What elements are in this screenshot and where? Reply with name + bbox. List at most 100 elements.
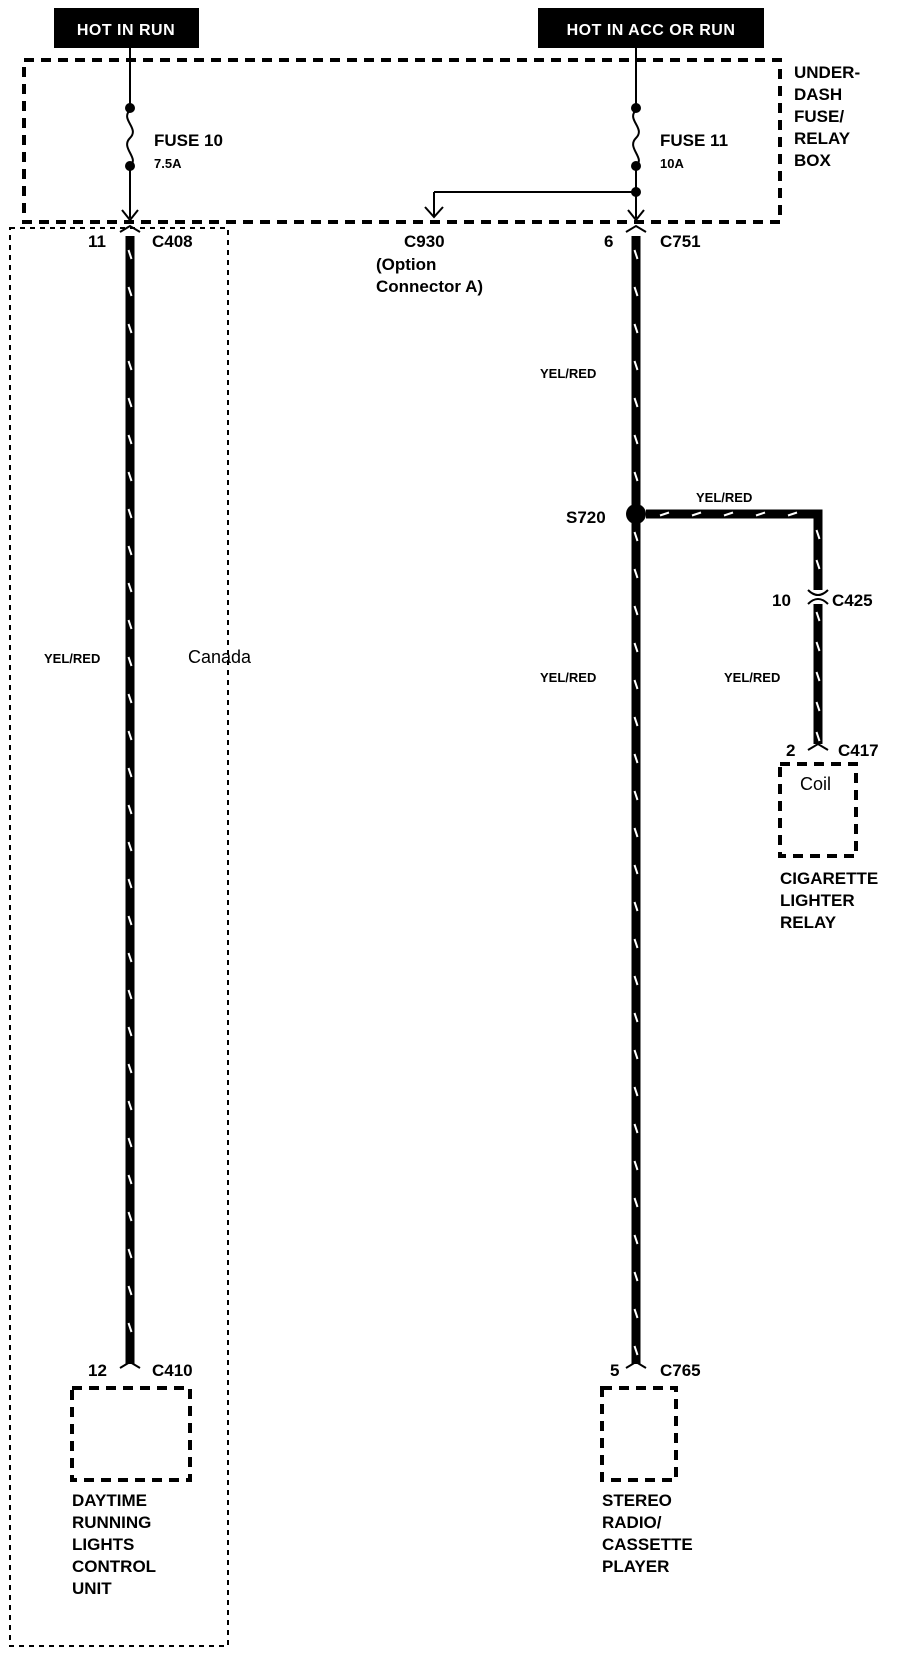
splice-s720: [626, 504, 646, 524]
c751-pin: 6: [604, 232, 613, 251]
wire-tracer-mark: [127, 1174, 133, 1185]
wire-tracer-mark: [127, 1137, 133, 1148]
fuse-box-label: UNDER- DASH FUSE/ RELAY BOX: [794, 63, 865, 170]
stereo-radio-label: STEREO RADIO/ CASSETTE PLAYER: [602, 1491, 697, 1576]
wire-tracer-mark: [127, 841, 133, 852]
wire-tracer-mark: [127, 582, 133, 593]
wire-tracer-mark: [127, 397, 133, 408]
wire-tracer-mark: [127, 1063, 133, 1074]
cigarette-lighter-relay-box: [778, 762, 858, 858]
wire-branch-yel-red: [646, 509, 829, 751]
wire-right-yel-red: [625, 224, 647, 1369]
wire-tracer-mark: [127, 619, 133, 630]
wire-tracer-mark: [633, 901, 639, 912]
source-hot-in-run: HOT IN RUN: [54, 8, 199, 48]
wire-tracer-mark: [127, 804, 133, 815]
wire-tracer-mark: [127, 767, 133, 778]
wire-tracer-mark: [633, 397, 639, 408]
wire-tracer-mark: [127, 249, 133, 260]
canada-region-label: Canada: [188, 647, 252, 667]
wire-tracer-mark: [815, 529, 821, 540]
wire-tracer-mark: [633, 360, 639, 371]
wire-tracer-mark: [815, 611, 821, 622]
wire-tracer-mark: [633, 679, 639, 690]
wire-tracer-mark: [815, 671, 821, 682]
wire-tracer-mark: [127, 1100, 133, 1111]
fuse-10-name: FUSE 10: [154, 131, 223, 150]
drl-control-unit-box: [70, 1386, 192, 1482]
c930-name: C930: [404, 232, 445, 251]
wire-tracer-mark: [633, 753, 639, 764]
wire-tracer-mark: [815, 731, 821, 742]
wire-tracer-mark: [633, 531, 639, 542]
wire-tracer-mark: [127, 360, 133, 371]
wire-tracer-mark: [127, 952, 133, 963]
wire-tracer-mark: [633, 642, 639, 653]
wire-tracer-mark: [633, 790, 639, 801]
wire-right-upper-label: YEL/RED: [540, 366, 596, 381]
wire-tracer-mark: [633, 471, 639, 482]
c408-pin: 11: [88, 232, 106, 251]
wire-tracer-mark: [633, 1086, 639, 1097]
c425-name: C425: [832, 591, 873, 610]
fuse-box-outline: [22, 58, 782, 224]
wire-tracer-mark: [633, 827, 639, 838]
wire-tracer-mark: [787, 511, 798, 517]
wire-tracer-mark: [633, 1197, 639, 1208]
wire-tracer-mark: [633, 716, 639, 727]
wire-tracer-mark: [127, 323, 133, 334]
wire-tracer-mark: [633, 568, 639, 579]
wire-left-label: YEL/RED: [44, 651, 100, 666]
cigarette-lighter-relay-label: CIGARETTE LIGHTER RELAY: [780, 869, 883, 932]
wire-tracer-mark: [127, 693, 133, 704]
c751-name: C751: [660, 232, 701, 251]
wire-tracer-mark: [691, 511, 702, 517]
wire-left-yel-red: [119, 224, 141, 1369]
c765-name: C765: [660, 1361, 701, 1380]
fuse-10: [121, 48, 139, 222]
wire-tracer-mark: [633, 249, 639, 260]
wire-tracer-mark: [127, 1248, 133, 1259]
wire-tracer-mark: [127, 1026, 133, 1037]
wire-tracer-mark: [633, 1160, 639, 1171]
wire-tracer-mark: [127, 286, 133, 297]
c425-pin: 10: [772, 591, 791, 610]
wire-tracer-mark: [723, 511, 734, 517]
wire-tracer-mark: [633, 434, 639, 445]
c408-name: C408: [152, 232, 193, 251]
wire-tracer-mark: [633, 1308, 639, 1319]
wire-tracer-mark: [127, 878, 133, 889]
wire-tracer-mark: [127, 1285, 133, 1296]
wire-tracer-mark: [659, 511, 670, 517]
wire-tracer-mark: [127, 656, 133, 667]
fuse-11: [424, 48, 645, 222]
wire-right-lower-label: YEL/RED: [540, 670, 596, 685]
wire-tracer-mark: [127, 915, 133, 926]
fuse-11-rating: 10A: [660, 156, 684, 171]
wire-tracer-mark: [633, 1234, 639, 1245]
canada-region-outline: [9, 227, 229, 1647]
fuse-11-name: FUSE 11: [660, 131, 728, 150]
c765-pin: 5: [610, 1361, 619, 1380]
source-hot-in-acc-or-run: HOT IN ACC OR RUN: [538, 8, 764, 48]
wire-branch-label: YEL/RED: [696, 490, 752, 505]
wire-tracer-mark: [127, 508, 133, 519]
c417-name: C417: [838, 741, 879, 760]
wire-tracer-mark: [815, 641, 821, 652]
wire-tracer-mark: [127, 471, 133, 482]
wire-tracer-mark: [127, 989, 133, 1000]
wire-tracer-mark: [633, 286, 639, 297]
wire-tracer-mark: [633, 1345, 639, 1356]
wire-tracer-mark: [127, 1322, 133, 1333]
source-hot-in-run-label: HOT IN RUN: [77, 22, 175, 39]
wire-tracer-mark: [633, 975, 639, 986]
wire-tracer-mark: [633, 605, 639, 616]
wire-tracer-mark: [633, 323, 639, 334]
c417-pin: 2: [786, 741, 795, 760]
wire-tracer-mark: [127, 434, 133, 445]
wire-tracer-mark: [127, 730, 133, 741]
wire-tracer-mark: [127, 1211, 133, 1222]
wire-tracer-mark: [633, 938, 639, 949]
cigarette-lighter-relay-coil: Coil: [800, 774, 831, 794]
